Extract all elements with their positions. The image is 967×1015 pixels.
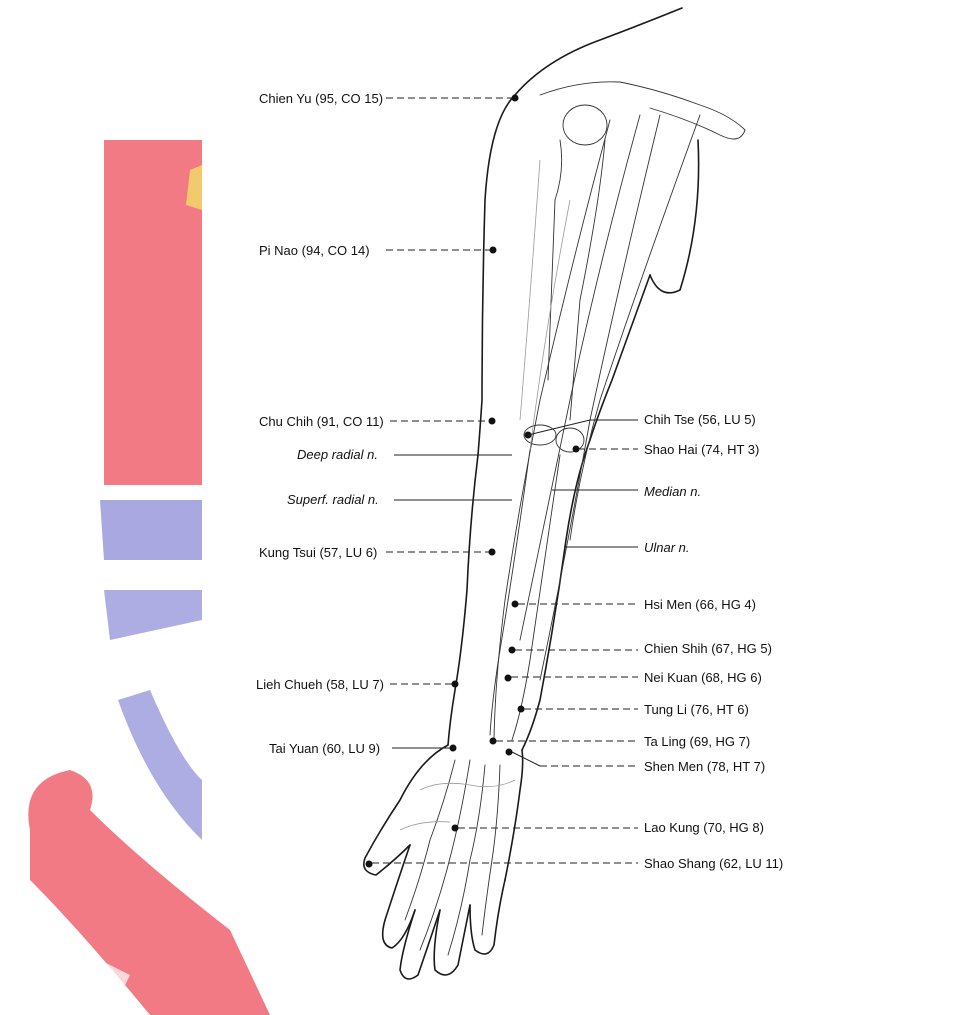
label-chih-tse: Chih Tse (56, LU 5) — [644, 412, 756, 427]
label-shao-hai: Shao Hai (74, HT 3) — [644, 442, 759, 457]
background-seal — [28, 140, 270, 1015]
label-tai-yuan: Tai Yuan (60, LU 9) — [269, 741, 380, 756]
point-tung-li — [518, 706, 525, 713]
label-superf-radial: Superf. radial n. — [287, 492, 379, 507]
point-kung-tsui — [489, 549, 496, 556]
point-shao-shang — [366, 861, 373, 868]
point-lao-kung — [452, 825, 459, 832]
point-ta-ling — [490, 738, 497, 745]
right-labels: Chih Tse (56, LU 5) Shao Hai (74, HT 3) … — [366, 412, 784, 871]
label-shao-shang: Shao Shang (62, LU 11) — [644, 856, 783, 871]
label-ta-ling: Ta Ling (69, HG 7) — [644, 734, 750, 749]
point-shen-men — [506, 749, 513, 756]
label-kung-tsui: Kung Tsui (57, LU 6) — [259, 545, 377, 560]
point-chien-yu — [512, 95, 519, 102]
label-ulnar: Ulnar n. — [644, 540, 690, 555]
label-chien-yu: Chien Yu (95, CO 15) — [259, 91, 383, 106]
label-deep-radial: Deep radial n. — [297, 447, 378, 462]
label-shen-men: Shen Men (78, HT 7) — [644, 759, 765, 774]
label-pi-nao: Pi Nao (94, CO 14) — [259, 243, 370, 258]
label-lieh-chueh: Lieh Chueh (58, LU 7) — [256, 677, 384, 692]
label-hsi-men: Hsi Men (66, HG 4) — [644, 597, 756, 612]
point-pi-nao — [490, 247, 497, 254]
point-nei-kuan — [505, 675, 512, 682]
label-lao-kung: Lao Kung (70, HG 8) — [644, 820, 764, 835]
label-chu-chih: Chu Chih (91, CO 11) — [259, 414, 384, 429]
point-hsi-men — [512, 601, 519, 608]
point-chien-shih — [509, 647, 516, 654]
point-lieh-chueh — [452, 681, 459, 688]
label-chien-shih: Chien Shih (67, HG 5) — [644, 641, 772, 656]
point-tai-yuan — [450, 745, 457, 752]
left-labels: Chien Yu (95, CO 15) Pi Nao (94, CO 14) … — [256, 91, 519, 756]
label-tung-li: Tung Li (76, HT 6) — [644, 702, 749, 717]
label-nei-kuan: Nei Kuan (68, HG 6) — [644, 670, 762, 685]
point-chu-chih — [489, 418, 496, 425]
point-shao-hai — [573, 446, 580, 453]
label-median: Median n. — [644, 484, 701, 499]
